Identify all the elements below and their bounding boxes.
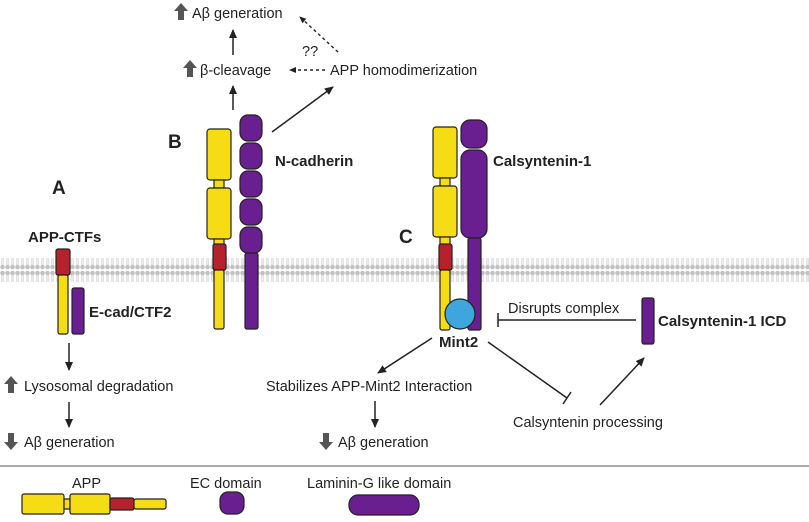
calsyntenin-processing-label: Calsyntenin processing bbox=[513, 415, 663, 431]
down-arrow-icon bbox=[319, 433, 333, 450]
question-marks-label: ?? bbox=[302, 44, 318, 60]
beta-cleavage-label: β-cleavage bbox=[200, 63, 271, 79]
panel-b-label: B bbox=[168, 132, 182, 153]
app-ctfs-label: APP-CTFs bbox=[28, 229, 101, 246]
dashed-arrow-to-abeta bbox=[299, 16, 339, 53]
ecad-ctf2-protein bbox=[71, 287, 85, 335]
mint2-protein bbox=[444, 298, 476, 330]
legend-laminin-glyph bbox=[348, 494, 420, 516]
legend-app-glyph bbox=[21, 493, 167, 515]
mint2-label: Mint2 bbox=[439, 334, 478, 351]
legend-ec-glyph bbox=[219, 491, 245, 515]
up-arrow-icon bbox=[183, 60, 197, 77]
app-ctf-protein bbox=[55, 248, 71, 335]
arrow-processing-to-icd bbox=[599, 357, 645, 406]
ncadherin-protein bbox=[239, 114, 263, 330]
legend-laminin-label: Laminin-G like domain bbox=[307, 476, 451, 492]
up-arrow-icon bbox=[174, 3, 188, 20]
cell-membrane bbox=[0, 258, 809, 288]
abeta-generation-down-a-label: Aβ generation bbox=[24, 435, 115, 451]
down-arrow-icon bbox=[4, 433, 18, 450]
abeta-generation-down-c-label: Aβ generation bbox=[338, 435, 429, 451]
panel-c-label: C bbox=[399, 227, 413, 248]
disrupts-complex-label: Disrupts complex bbox=[508, 301, 620, 317]
calsyntenin1-icd-protein bbox=[641, 297, 655, 345]
abeta-generation-up-label: Aβ generation bbox=[192, 6, 283, 22]
app-protein-b bbox=[206, 128, 232, 330]
arrow-mint2-to-stabilizes bbox=[377, 337, 433, 374]
homodimerization-label: APP homodimerization bbox=[330, 63, 477, 79]
app-protein-c bbox=[432, 126, 458, 331]
panel-a-label: A bbox=[52, 178, 66, 199]
up-arrow-icon bbox=[4, 376, 18, 393]
inhibit-bar-processing bbox=[562, 391, 572, 405]
arrow-ncadherin-to-homodimer bbox=[271, 86, 334, 133]
ncadherin-label: N-cadherin bbox=[275, 153, 353, 170]
lysosomal-degradation-label: Lysosomal degradation bbox=[24, 379, 173, 395]
legend-ec-label: EC domain bbox=[190, 476, 262, 492]
legend-app-label: APP bbox=[72, 476, 101, 492]
inhibit-line-processing bbox=[487, 341, 568, 399]
calsyntenin1-protein bbox=[460, 119, 488, 331]
stabilizes-label: Stabilizes APP-Mint2 Interaction bbox=[266, 379, 472, 395]
calsyntenin1-icd-label: Calsyntenin-1 ICD bbox=[658, 313, 787, 330]
ecad-ctf2-label: E-cad/CTF2 bbox=[89, 304, 172, 321]
calsyntenin1-label: Calsyntenin-1 bbox=[493, 153, 591, 170]
